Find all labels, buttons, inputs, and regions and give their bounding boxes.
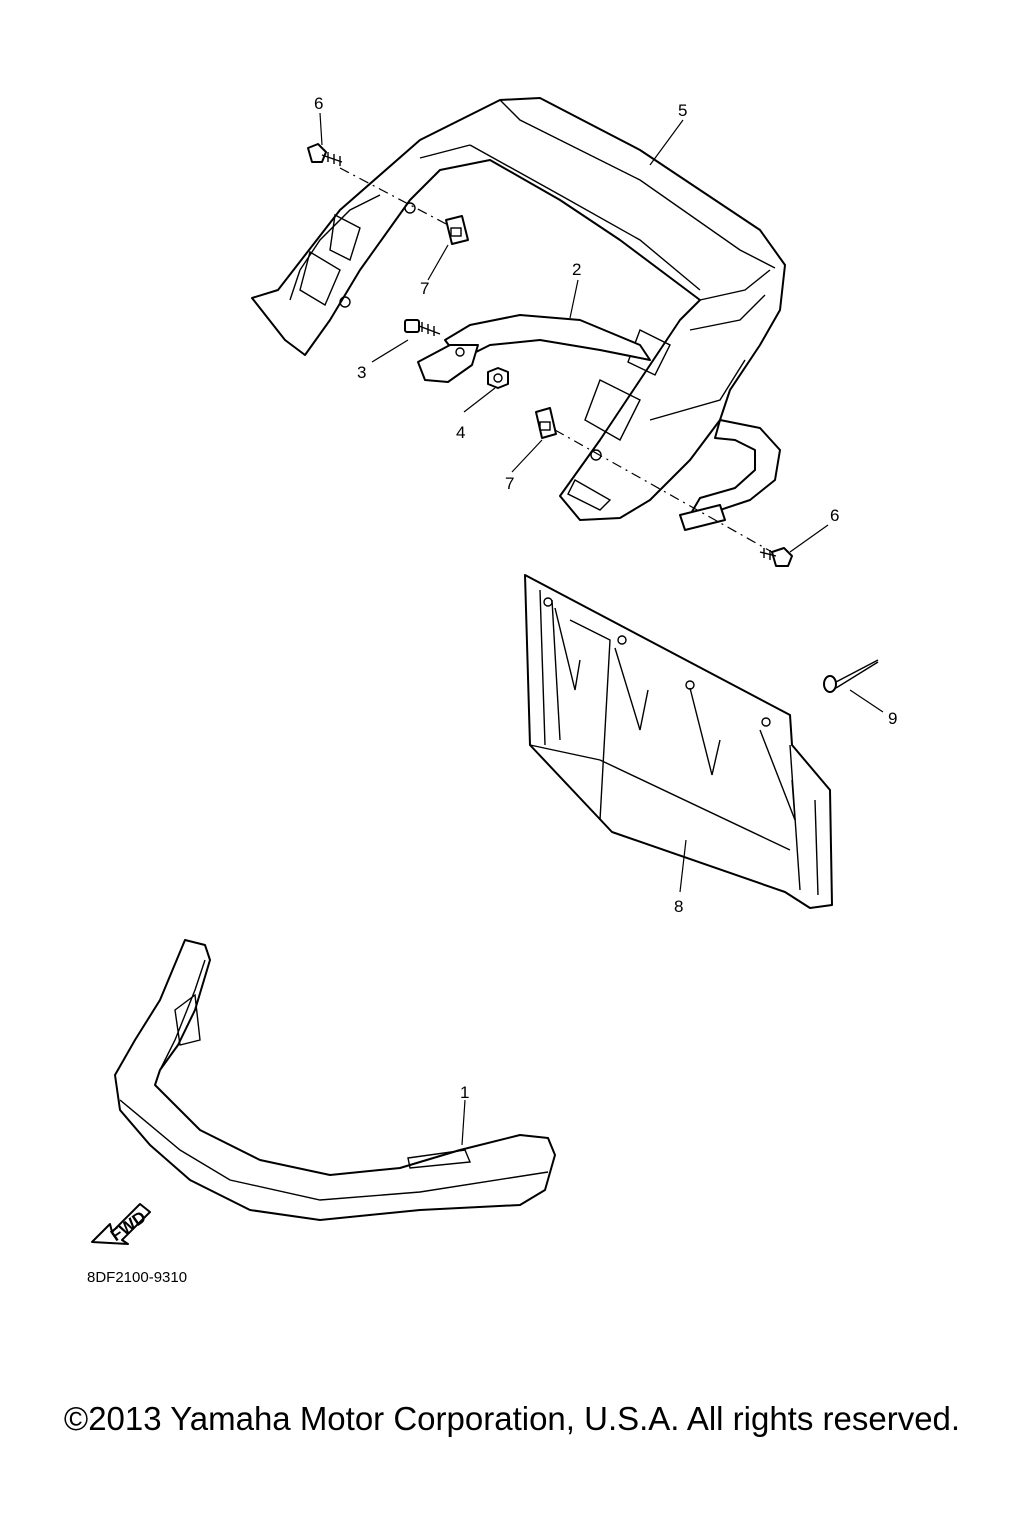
copyright-notice: ©2013 Yamaha Motor Corporation, U.S.A. A… (63, 1400, 961, 1437)
nut-4 (487, 367, 509, 389)
leader-lines (319, 112, 884, 1146)
rear-grab-bar (251, 97, 786, 521)
center-lines (339, 167, 773, 553)
callout-9: 9 (888, 709, 897, 728)
bolt-6-lower (759, 547, 793, 567)
clip-7-upper (445, 215, 469, 245)
callout-3: 3 (357, 363, 366, 382)
diagram-code: 8DF2100-9310 (87, 1269, 187, 1286)
callout-6-upper: 6 (314, 94, 323, 113)
callout-6-lower: 6 (830, 506, 839, 525)
bolt-3 (404, 319, 441, 336)
callout-labels: 6 5 2 7 3 4 7 6 9 8 1 (314, 94, 897, 1102)
callout-7-lower: 7 (505, 474, 514, 493)
callout-8: 8 (674, 897, 683, 916)
bolt-6-upper (307, 143, 343, 166)
callout-4: 4 (456, 423, 465, 442)
fwd-arrow-icon: FWD (91, 1203, 151, 1245)
snow-flap (524, 574, 833, 909)
callout-2: 2 (572, 260, 581, 279)
callout-7-upper: 7 (420, 279, 429, 298)
callout-1: 1 (460, 1083, 469, 1102)
rivet-9 (823, 659, 879, 693)
bracket-plate (417, 344, 479, 383)
callout-5: 5 (678, 101, 687, 120)
clip-7-lower (535, 407, 557, 439)
front-bumper (114, 939, 556, 1221)
rear-bumper-tube (444, 314, 781, 531)
